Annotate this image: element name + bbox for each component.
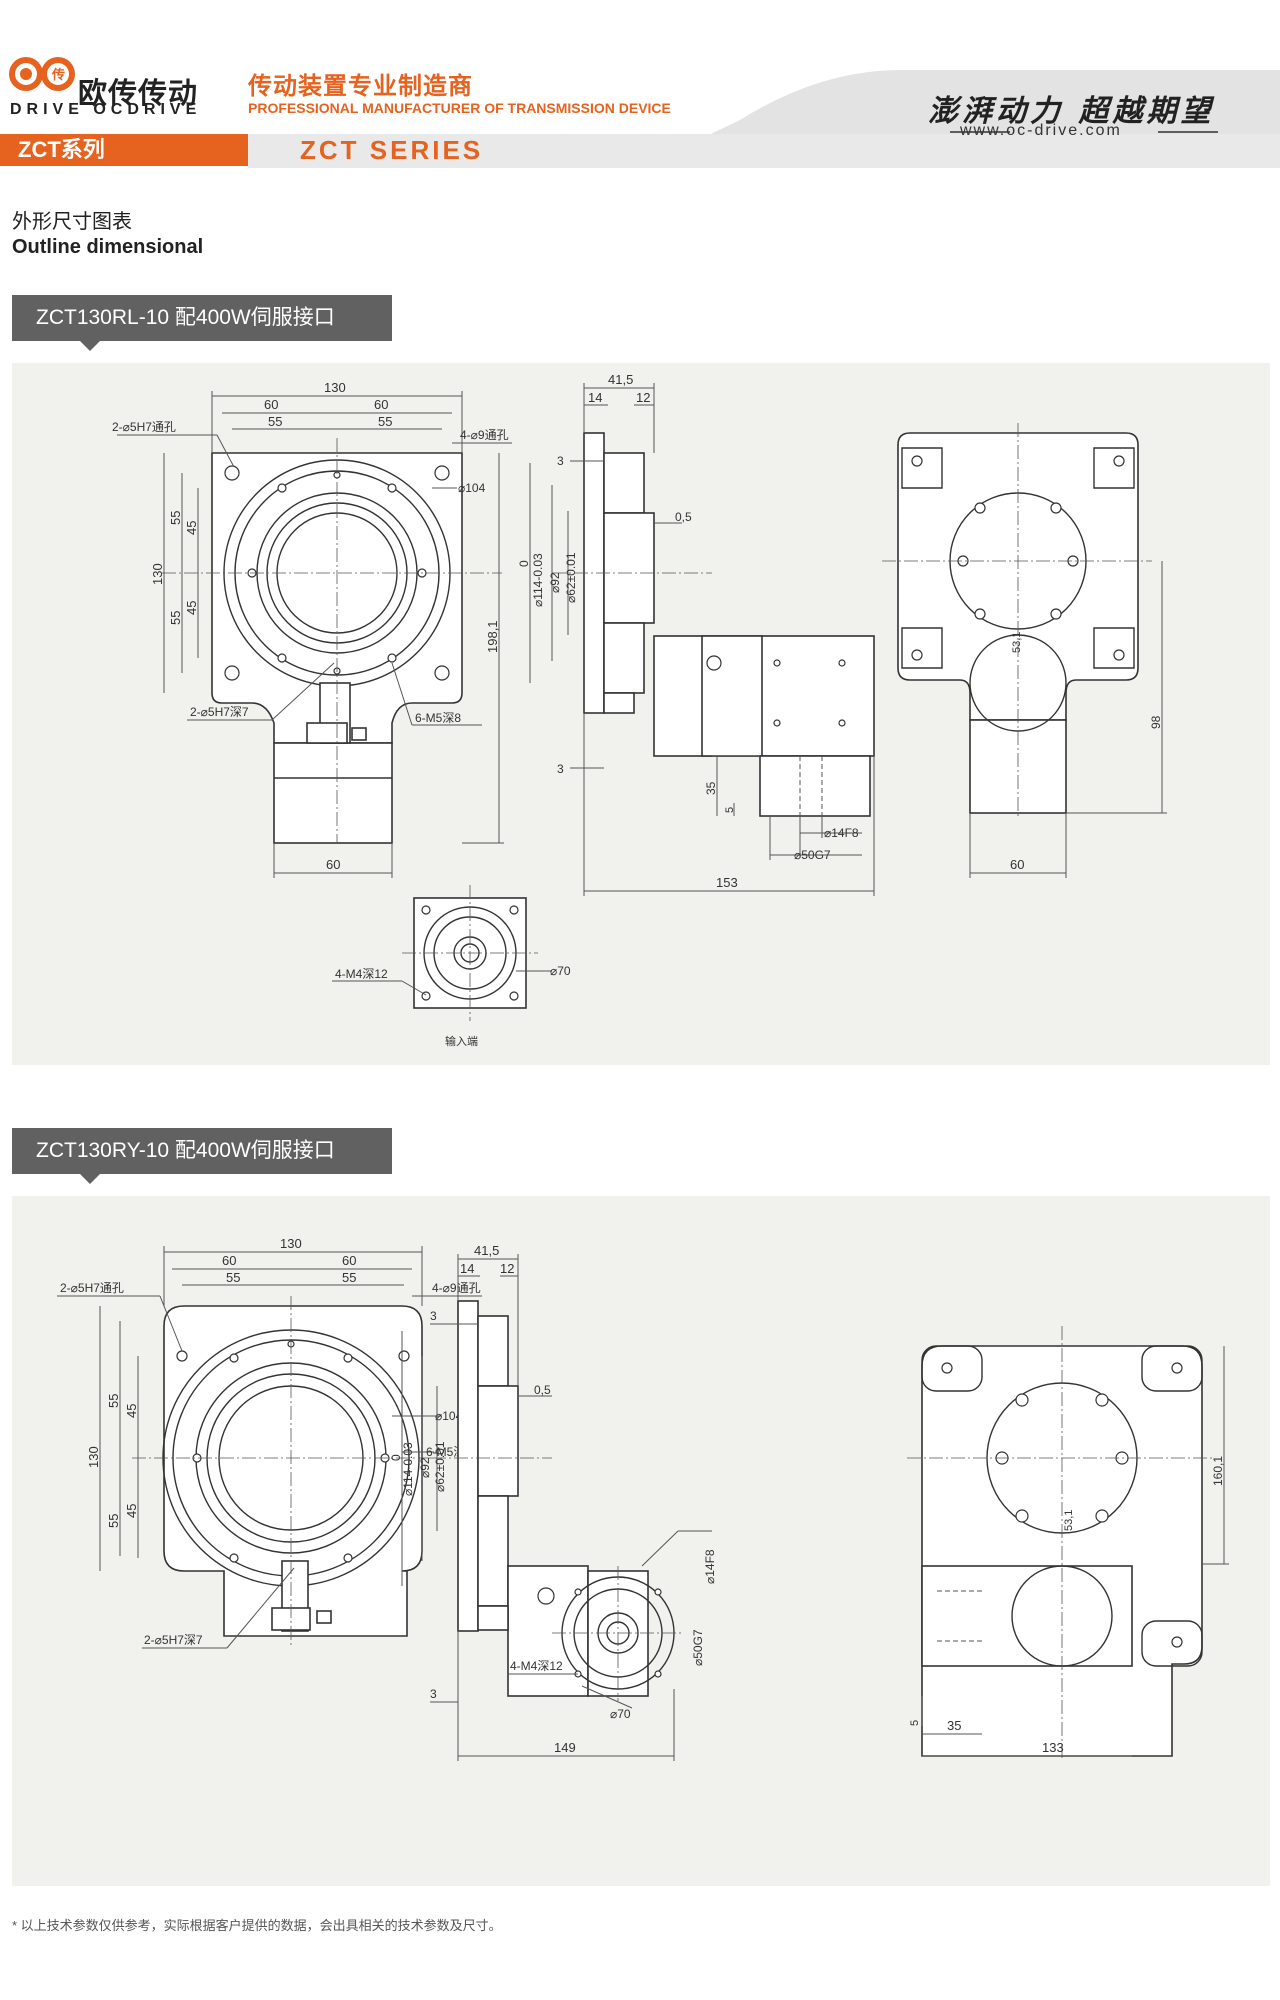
dim2-side-55-down: 55 bbox=[106, 1514, 121, 1528]
dim-130: 130 bbox=[324, 380, 346, 395]
dim-0-5: 0,5 bbox=[675, 510, 692, 524]
dim-55-r: 55 bbox=[378, 414, 392, 429]
dim-side-45-down: 45 bbox=[184, 601, 199, 615]
front-view-2: 130 60 60 55 55 2-⌀5H7通孔 4-⌀9通孔 ⌀104 6-M… bbox=[57, 1236, 482, 1649]
dim2-d14f8: ⌀14F8 bbox=[703, 1549, 717, 1584]
dim2-41-5: 41,5 bbox=[474, 1243, 499, 1258]
dim-d104: ⌀104 bbox=[458, 481, 486, 495]
dim2-2-5h7-depth7: 2-⌀5H7深7 bbox=[144, 1633, 203, 1647]
brand-name-cn: 欧传传动 bbox=[78, 78, 199, 110]
dim-14: 14 bbox=[588, 390, 602, 405]
dim2-60-r: 60 bbox=[342, 1253, 356, 1268]
page-header: 传 欧传传动 DRIVE OCDRIVE 传动装置专业制造商 PROFESSIO… bbox=[0, 0, 1280, 168]
dim-bottom-60: 60 bbox=[326, 857, 340, 872]
dim-4-m4-depth12: 4-M4深12 bbox=[335, 967, 388, 981]
dim2-4-9-through: 4-⌀9通孔 bbox=[432, 1281, 481, 1295]
tagline-en: PROFESSIONAL MANUFACTURER OF TRANSMISSIO… bbox=[248, 100, 671, 116]
logo-char: 传 bbox=[51, 67, 65, 82]
dim-41-5: 41,5 bbox=[608, 372, 633, 387]
dim-2-5h7-through: 2-⌀5H7通孔 bbox=[112, 420, 176, 434]
dim2-55-l: 55 bbox=[226, 1270, 240, 1285]
dim2-12: 12 bbox=[500, 1261, 514, 1276]
dim-55-l: 55 bbox=[268, 414, 282, 429]
dim-side-45-up: 45 bbox=[184, 521, 199, 535]
dim-d62: ⌀62±0.01 bbox=[564, 552, 578, 603]
dim-198-1: 198,1 bbox=[485, 620, 500, 653]
dim2-side-45-down: 45 bbox=[124, 1504, 139, 1518]
slogan: 澎湃动力 超越期望 bbox=[928, 94, 1215, 129]
drawing-panel-1: 130 60 60 55 55 2-⌀5H7通孔 4-⌀9通孔 ⌀104 130… bbox=[12, 363, 1270, 1065]
input-view-1: 4-M4深12 ⌀70 输入端 bbox=[332, 885, 571, 1048]
dim2-160-1: 160,1 bbox=[1211, 1456, 1225, 1486]
dim2-zero: 0 bbox=[389, 1454, 403, 1461]
dim2-side-45-up: 45 bbox=[124, 1404, 139, 1418]
dim2-130: 130 bbox=[280, 1236, 302, 1251]
dim-5: 5 bbox=[724, 807, 736, 813]
dim2-4-m4-depth12: 4-M4深12 bbox=[510, 1659, 563, 1673]
dim-4-9-through: 4-⌀9通孔 bbox=[460, 428, 509, 442]
dim-53-1: 53,1 bbox=[1011, 632, 1023, 653]
rear-view-1: 53,1 98 60 bbox=[882, 423, 1167, 878]
drawing-panel-2: 130 60 60 55 55 2-⌀5H7通孔 4-⌀9通孔 ⌀104 6-M… bbox=[12, 1196, 1270, 1886]
website-link[interactable]: www.oc-drive.com bbox=[960, 122, 1122, 139]
dim-60-l: 60 bbox=[264, 397, 278, 412]
dim2-60-l: 60 bbox=[222, 1253, 236, 1268]
gear-logo-icon: 传 bbox=[9, 57, 75, 91]
dim2-55-r: 55 bbox=[342, 1270, 356, 1285]
dim-zero: 0 bbox=[517, 560, 531, 567]
side-view-1: 41,5 14 12 3 0,5 0 ⌀114-0.03 ⌀92 ⌀62±0.0… bbox=[517, 372, 875, 896]
section-title-en: Outline dimensional bbox=[12, 236, 204, 258]
series-label-en: ZCT SERIES bbox=[300, 135, 484, 165]
dim2-r133: 133 bbox=[1042, 1740, 1064, 1755]
dim2-d114: ⌀114-0.03 bbox=[401, 1442, 415, 1496]
dim-12: 12 bbox=[636, 390, 650, 405]
dim-35: 35 bbox=[704, 781, 718, 795]
dim2-53-1: 53,1 bbox=[1063, 1510, 1075, 1531]
footnote: * 以上技术参数仅供参考，实际根据客户提供的数据，会出具相关的技术参数及尺寸。 bbox=[12, 1918, 502, 1933]
brand-name-en: DRIVE OCDRIVE bbox=[10, 101, 202, 118]
dim-6-m5-depth8: 6-M5深8 bbox=[415, 711, 461, 725]
dim-3-bottom: 3 bbox=[557, 762, 564, 776]
dim-d114: ⌀114-0.03 bbox=[531, 553, 545, 607]
drawing-1: 130 60 60 55 55 2-⌀5H7通孔 4-⌀9通孔 ⌀104 130… bbox=[112, 372, 1167, 1048]
dim-60-r: 60 bbox=[374, 397, 388, 412]
section-title-cn: 外形尺寸图表 bbox=[12, 211, 132, 233]
dim-side-55-up: 55 bbox=[168, 511, 183, 525]
dim2-0-5: 0,5 bbox=[534, 1383, 551, 1397]
series-label-cn: ZCT系列 bbox=[0, 134, 248, 166]
dim-d50g7: ⌀50G7 bbox=[794, 848, 831, 862]
dim2-d70: ⌀70 bbox=[610, 1707, 631, 1721]
dim2-3-top: 3 bbox=[430, 1309, 437, 1323]
dim-3-top: 3 bbox=[557, 454, 564, 468]
dim2-d50g7: ⌀50G7 bbox=[691, 1629, 705, 1666]
dim2-d104: ⌀104 bbox=[435, 1409, 463, 1423]
model-2-title: ZCT130RY-10 配400W伺服接口 bbox=[12, 1128, 392, 1184]
model-1-title: ZCT130RL-10 配400W伺服接口 bbox=[12, 295, 392, 351]
dim2-3-bottom: 3 bbox=[430, 1687, 437, 1701]
front-view-1: 130 60 60 55 55 2-⌀5H7通孔 4-⌀9通孔 ⌀104 130… bbox=[112, 380, 512, 878]
dim-d14f8: ⌀14F8 bbox=[824, 826, 859, 840]
dim2-r35: 35 bbox=[947, 1718, 961, 1733]
dim2-2-5h7-through: 2-⌀5H7通孔 bbox=[60, 1281, 124, 1295]
tagline-cn: 传动装置专业制造商 bbox=[248, 73, 473, 100]
rear-view-2: 53,1 160,1 5 35 133 bbox=[907, 1326, 1229, 1761]
dim-153: 153 bbox=[716, 875, 738, 890]
dim-d70: ⌀70 bbox=[550, 964, 571, 978]
dim2-149: 149 bbox=[554, 1740, 576, 1755]
dim-side-130: 130 bbox=[150, 563, 165, 585]
dim-2-5h7-depth7: 2-⌀5H7深7 bbox=[190, 705, 249, 719]
drawing-2: 130 60 60 55 55 2-⌀5H7通孔 4-⌀9通孔 ⌀104 6-M… bbox=[57, 1236, 1229, 1761]
input-end-label: 输入端 bbox=[445, 1034, 478, 1048]
dim-rear-60: 60 bbox=[1010, 857, 1024, 872]
dim-98: 98 bbox=[1149, 715, 1163, 729]
side-view-2: 41,5 14 12 3 0,5 0 ⌀114-0.03 ⌀92 ⌀62±0.0… bbox=[389, 1243, 717, 1761]
dim2-d92: ⌀92 bbox=[418, 1457, 432, 1478]
dim2-r5: 5 bbox=[909, 1720, 921, 1726]
dim-side-55-down: 55 bbox=[168, 611, 183, 625]
dim-d92: ⌀92 bbox=[548, 572, 562, 593]
dim2-14: 14 bbox=[460, 1261, 474, 1276]
dim2-d62: ⌀62±0.01 bbox=[433, 1441, 447, 1492]
dim2-side-130: 130 bbox=[86, 1446, 101, 1468]
dim2-side-55-up: 55 bbox=[106, 1394, 121, 1408]
